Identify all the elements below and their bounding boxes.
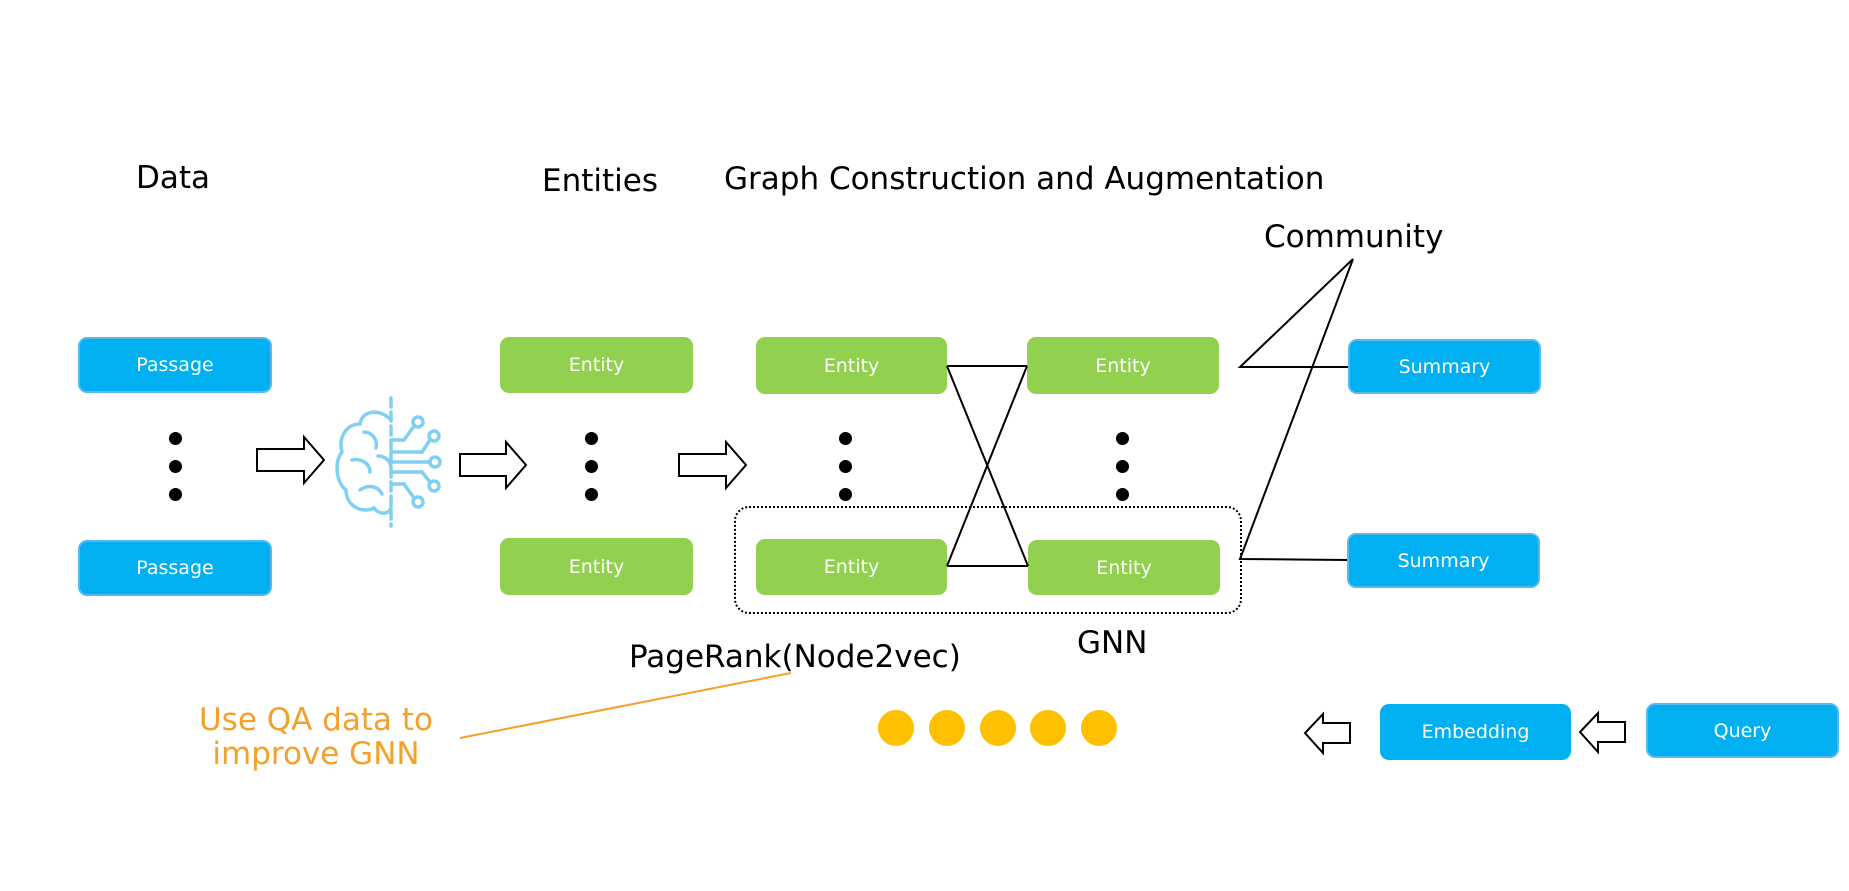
entity-label: Entity [568,555,625,578]
embedding-label: Embedding [1421,721,1530,743]
entity-node: Entity [756,337,947,394]
query-label: Query [1713,719,1772,742]
annotation-pointer-line [459,672,792,739]
passage-label: Passage [136,354,214,376]
entity-node: Entity [500,538,693,595]
heading-data: Data [136,160,211,196]
hollow-arrow-icon [1578,710,1626,755]
entity-label: Entity [1095,354,1151,377]
summary-node: Summary [1348,339,1541,394]
entity-label: Entity [568,354,625,376]
passage-label: Passage [136,557,214,579]
annotation-line: Use QA data to [198,702,434,738]
progress-dot [1081,710,1117,746]
hollow-arrow-icon [256,434,326,486]
entity-node: Entity [756,539,947,595]
heading-community: Community [1264,219,1444,255]
progress-dot [878,710,914,746]
community-edges [1237,258,1354,561]
brain-circuit-icon [335,396,442,528]
hollow-arrow-icon [678,439,748,491]
embedding-node: Embedding [1380,704,1571,760]
hollow-arrow-icon [459,439,528,491]
annotation-line: improve GNN [212,736,420,772]
heading-graph-construction: Graph Construction and Augmentation [724,161,1325,197]
entity-node: Entity [500,337,693,393]
summary-node: Summary [1347,533,1540,588]
progress-dot [980,710,1016,746]
entity-node: Entity [1027,337,1219,394]
entity-label: Entity [823,556,880,578]
entity-edges [946,365,1029,567]
summary-label: Summary [1398,355,1491,378]
passage-node: Passage [78,337,272,393]
annotation-text: Use QA data to improve GNN [196,703,436,771]
vertical-ellipsis-icon [169,432,183,516]
passage-node: Passage [78,540,272,596]
heading-entities: Entities [542,163,658,199]
pagerank-label: PageRank(Node2vec) [629,639,961,675]
query-node: Query [1646,703,1839,758]
gnn-label: GNN [1077,625,1148,661]
entity-label: Entity [823,354,880,377]
vertical-ellipsis-icon [585,432,599,516]
progress-dot [1030,710,1066,746]
progress-dot [929,710,965,746]
entity-label: Entity [1096,556,1152,579]
vertical-ellipsis-icon [839,432,853,516]
hollow-arrow-icon [1303,711,1351,756]
summary-label: Summary [1397,549,1490,572]
entity-node: Entity [1028,540,1220,595]
vertical-ellipsis-icon [1116,432,1130,516]
